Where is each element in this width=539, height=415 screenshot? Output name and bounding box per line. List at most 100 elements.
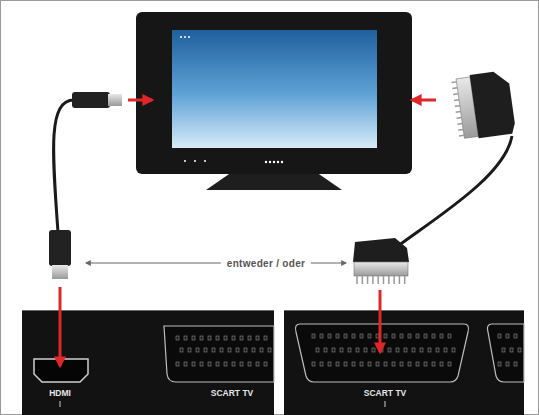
pin bbox=[252, 348, 255, 352]
port-label: SCART TV bbox=[209, 389, 256, 398]
pin bbox=[212, 348, 215, 352]
pin bbox=[428, 348, 431, 352]
pin bbox=[458, 129, 463, 131]
pin bbox=[396, 348, 399, 352]
pin bbox=[360, 334, 363, 338]
pin bbox=[454, 99, 459, 101]
tv-dots bbox=[269, 161, 271, 163]
pin bbox=[452, 81, 457, 83]
pin bbox=[404, 276, 406, 284]
pin bbox=[376, 362, 379, 366]
tv-stand bbox=[206, 172, 342, 190]
pin bbox=[384, 334, 387, 338]
pin bbox=[404, 348, 407, 352]
pin bbox=[200, 362, 203, 366]
pin bbox=[184, 362, 187, 366]
pin bbox=[392, 334, 395, 338]
pin bbox=[457, 117, 462, 119]
pin bbox=[392, 362, 395, 366]
pin bbox=[388, 348, 391, 352]
pin bbox=[384, 362, 387, 366]
tv-dots bbox=[180, 36, 283, 163]
pin bbox=[256, 362, 259, 366]
panel bbox=[284, 310, 524, 415]
port-pins bbox=[312, 334, 521, 366]
pin bbox=[176, 336, 179, 340]
pin bbox=[356, 348, 359, 352]
pin bbox=[196, 348, 199, 352]
pin bbox=[180, 348, 183, 352]
plug-pins bbox=[452, 82, 464, 136]
tv-dots bbox=[265, 161, 267, 163]
pin bbox=[440, 334, 443, 338]
tv bbox=[136, 12, 412, 190]
pin bbox=[248, 336, 251, 340]
pin bbox=[436, 348, 439, 352]
scart-plug bbox=[470, 70, 517, 139]
pin bbox=[200, 336, 203, 340]
pin bbox=[204, 348, 207, 352]
pin bbox=[176, 362, 179, 366]
pin bbox=[452, 87, 457, 89]
pin bbox=[352, 334, 355, 338]
pin bbox=[268, 348, 271, 352]
scart-port bbox=[164, 326, 274, 382]
pin bbox=[408, 334, 411, 338]
scart-cable bbox=[353, 70, 516, 284]
tv-dots bbox=[194, 160, 196, 162]
tick bbox=[60, 401, 61, 407]
choice-label: entweder / oder bbox=[221, 258, 311, 269]
red-arrow bbox=[379, 290, 382, 352]
tv-dots bbox=[188, 36, 190, 38]
pin bbox=[320, 334, 323, 338]
pin bbox=[220, 348, 223, 352]
pin bbox=[444, 348, 447, 352]
scart-port bbox=[296, 324, 469, 382]
pin bbox=[510, 348, 513, 352]
pin bbox=[424, 362, 427, 366]
pin bbox=[224, 336, 227, 340]
pin bbox=[232, 362, 235, 366]
pin bbox=[498, 362, 501, 366]
pin bbox=[228, 348, 231, 352]
pin bbox=[514, 362, 517, 366]
pin bbox=[383, 276, 385, 284]
pin bbox=[416, 362, 419, 366]
scart-port bbox=[488, 324, 525, 382]
pin bbox=[340, 348, 343, 352]
pin bbox=[236, 348, 239, 352]
pin bbox=[352, 362, 355, 366]
pin bbox=[506, 334, 509, 338]
scart-wire bbox=[398, 136, 512, 246]
pin bbox=[312, 334, 315, 338]
pin bbox=[244, 348, 247, 352]
pin bbox=[232, 336, 235, 340]
port-label: HDMI bbox=[47, 389, 73, 398]
pin bbox=[224, 362, 227, 366]
pin bbox=[502, 348, 505, 352]
red-arrow bbox=[59, 287, 62, 366]
pin bbox=[188, 348, 191, 352]
hdmi-plug bbox=[49, 230, 71, 266]
pin bbox=[377, 276, 379, 284]
pin bbox=[216, 362, 219, 366]
scart-plug bbox=[451, 70, 516, 141]
pin bbox=[400, 362, 403, 366]
pin bbox=[372, 348, 375, 352]
tv-dots bbox=[180, 36, 182, 38]
pin bbox=[448, 362, 451, 366]
pin bbox=[356, 276, 358, 284]
pin bbox=[456, 111, 461, 113]
port-pins bbox=[176, 336, 271, 366]
pin bbox=[459, 135, 464, 137]
pin bbox=[364, 348, 367, 352]
red-arrow bbox=[128, 99, 152, 102]
tv-dots bbox=[204, 160, 206, 162]
pin bbox=[216, 336, 219, 340]
tv-dots bbox=[277, 161, 279, 163]
pin bbox=[328, 362, 331, 366]
pin bbox=[498, 334, 501, 338]
pin bbox=[416, 334, 419, 338]
pin bbox=[412, 348, 415, 352]
